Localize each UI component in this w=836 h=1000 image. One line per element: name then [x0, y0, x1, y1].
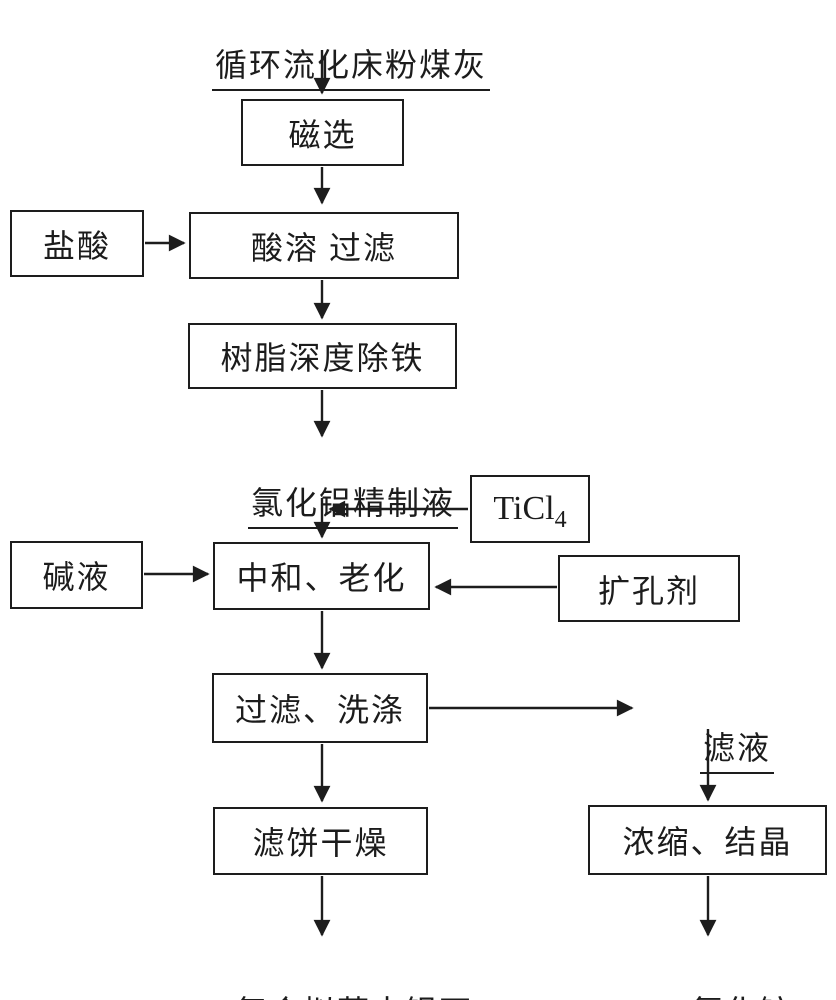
filtrate-text: 滤液: [700, 723, 775, 774]
box-magnetic-separation: 磁选: [241, 99, 404, 166]
box-magnetic-separation-text: 磁选: [288, 116, 357, 153]
refined-liquid-label: 氯化铝精制液: [208, 441, 459, 566]
box-cake-drying: 滤饼干燥: [213, 807, 428, 875]
box-ticl4: TiCl4: [470, 475, 590, 543]
refined-liquid-text: 氯化铝精制液: [248, 478, 459, 529]
box-filter-wash: 过滤、洗涤: [212, 673, 428, 743]
filtrate-label: 滤液: [660, 686, 775, 811]
box-alkali-liquor: 碱液: [10, 541, 143, 609]
product-label: 复合拟薄水铝石: [192, 950, 471, 1000]
product-text: 复合拟薄水铝石: [232, 987, 476, 1000]
box-acid-dissolve-filter-text: 酸溶 过滤: [250, 229, 397, 266]
box-pore-expander-text: 扩孔剂: [597, 572, 700, 609]
source-material-label: 循环流化床粉煤灰: [172, 3, 491, 128]
ammonium-chloride-label: 氯化铵: [648, 950, 791, 1000]
box-resin-iron-removal: 树脂深度除铁: [188, 323, 457, 389]
box-concentrate-crystallize-text: 浓缩、结晶: [622, 824, 793, 860]
source-material-text: 循环流化床粉煤灰: [212, 40, 491, 91]
box-cake-drying-text: 滤饼干燥: [252, 825, 389, 861]
box-hydrochloric-acid: 盐酸: [10, 210, 144, 277]
box-concentrate-crystallize: 浓缩、结晶: [588, 805, 827, 875]
box-hydrochloric-acid-text: 盐酸: [42, 227, 111, 264]
box-acid-dissolve-filter: 酸溶 过滤: [189, 212, 459, 279]
box-alkali-liquor-text: 碱液: [42, 559, 111, 595]
ticl4-subscript: 4: [554, 506, 567, 533]
box-neutralize-aging-text: 中和、老化: [236, 560, 407, 596]
ammonium-chloride-text: 氯化铵: [688, 987, 796, 1000]
box-pore-expander: 扩孔剂: [558, 555, 740, 622]
box-filter-wash-text: 过滤、洗涤: [234, 692, 405, 728]
box-ticl4-text: TiCl4: [493, 490, 567, 533]
box-resin-iron-removal-text: 树脂深度除铁: [220, 340, 425, 376]
box-neutralize-aging: 中和、老化: [213, 542, 430, 610]
